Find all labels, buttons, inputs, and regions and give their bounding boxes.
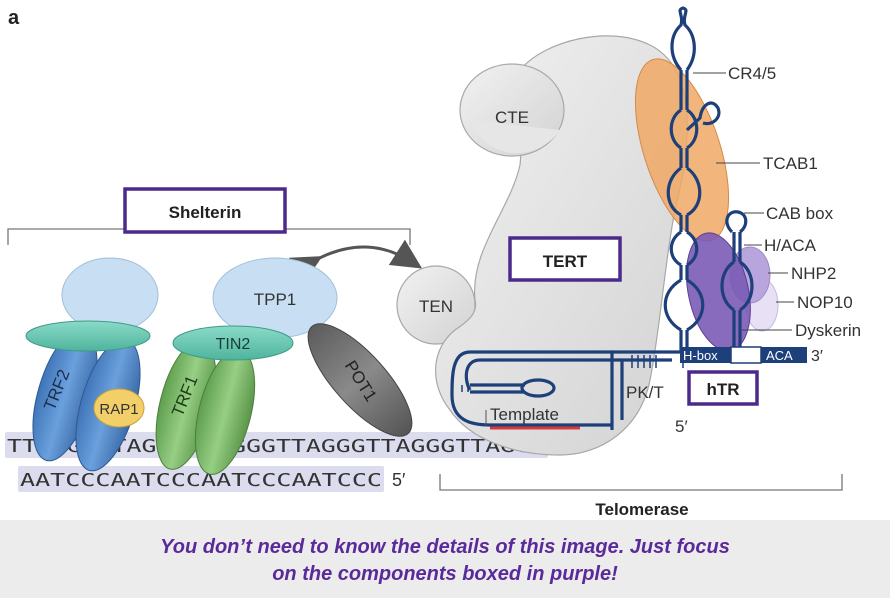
htr-box	[687, 370, 759, 406]
trf2-teal-domain	[25, 320, 151, 352]
caption-line-1: You don’t need to know the details of th…	[160, 536, 730, 558]
caption-line-2: on the components boxed in purple!	[272, 563, 618, 585]
pot1-protein	[307, 323, 413, 437]
shelterin-box	[123, 187, 287, 234]
cab-box-label: CAB box	[766, 204, 834, 223]
ten-label: TEN	[419, 297, 453, 316]
cte-label: CTE	[495, 108, 529, 127]
dna-top-strand-bg	[5, 432, 548, 458]
telomerase-bracket	[439, 474, 843, 491]
interaction-arrow	[288, 239, 423, 284]
tin2-protein	[172, 325, 294, 361]
tert-box	[508, 236, 622, 282]
hbox-label: H-box	[683, 348, 718, 363]
nhp2-label: NHP2	[791, 264, 836, 283]
tcab1-label: TCAB1	[763, 154, 818, 173]
dyskerin-label: Dyskerin	[795, 321, 861, 340]
tpp1-label: TPP1	[254, 290, 297, 309]
tert-label: TERT	[543, 252, 588, 271]
rap1-protein	[93, 388, 145, 428]
pkt-label: PK/T	[626, 383, 664, 402]
aca-label: ACA	[766, 348, 793, 363]
caption: You don’t need to know the details of th…	[0, 534, 890, 588]
pk-basepairs	[461, 355, 657, 392]
cr45-label: CR4/5	[728, 64, 776, 83]
dna-bottom-strand-bg	[18, 466, 384, 492]
telomerase-label: Telomerase	[595, 500, 688, 519]
dna-bottom-end: 5′	[392, 470, 406, 490]
tin2-label: TIN2	[216, 336, 251, 353]
htr-label: hTR	[706, 380, 739, 399]
nop10-label: NOP10	[797, 293, 853, 312]
rap1-label: RAP1	[99, 401, 138, 418]
dna-bottom-strand: AATCCCAATCCCAATCCCAATCCC	[20, 470, 382, 491]
shelterin-label: Shelterin	[169, 203, 242, 222]
dna-top-strand: TTAGGGTTAGGGTTAGGGTTAGGGTTAGGGTTAGGG	[7, 436, 545, 457]
panel-label: a	[8, 7, 20, 29]
rna-3prime-label: 3′	[811, 348, 823, 365]
hbox-aca-gap	[730, 346, 762, 364]
label-leaders	[693, 72, 794, 331]
template-label: Template	[490, 405, 559, 424]
rna-5prime-label: 5′	[675, 417, 688, 436]
haca-label: H/ACA	[764, 236, 817, 255]
